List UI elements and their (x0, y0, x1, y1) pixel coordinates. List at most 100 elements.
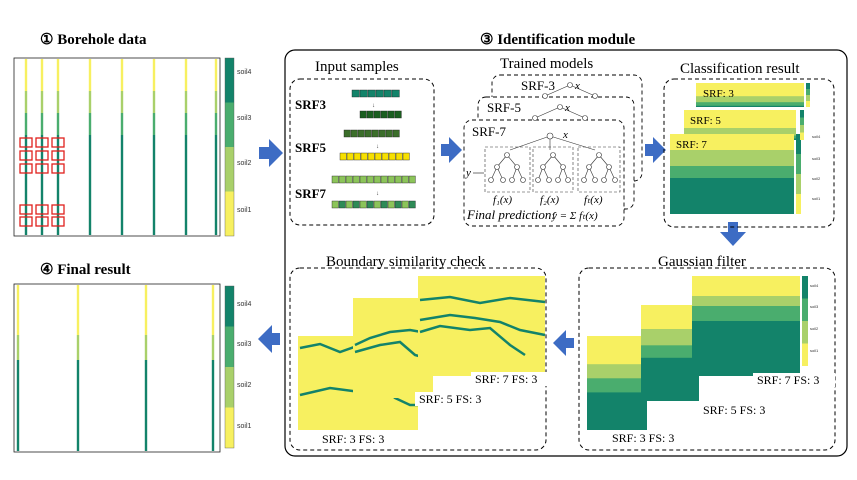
legend-label-soil2: soil2 (237, 160, 252, 167)
sample-cell (357, 129, 365, 138)
sample-cell (352, 175, 360, 184)
model-input-x: x (574, 80, 580, 92)
borehole-segment (214, 59, 218, 91)
sample-cell (359, 175, 367, 184)
borehole-segment (88, 59, 92, 91)
srf7-label: SRF7 (295, 186, 327, 201)
gauss-label-bg (608, 431, 690, 445)
sample-cell (408, 175, 416, 184)
arrow-right-3 (645, 137, 666, 163)
sample-cell (345, 200, 353, 209)
borehole-segment (120, 91, 124, 113)
borehole-plot (13, 57, 221, 237)
borehole-segment (214, 91, 218, 113)
sample-cell (394, 110, 402, 119)
sample-cell (392, 129, 400, 138)
gauss-legend-label: soil4 (810, 283, 819, 288)
class-label-srf7: SRF: 7 (676, 139, 707, 151)
boundary-line (354, 328, 434, 347)
sample-cell (385, 129, 393, 138)
model-label-srf7: SRF-7 (472, 124, 506, 139)
boundary-line (419, 324, 526, 357)
borehole-columns (24, 59, 218, 235)
borehole-segment (56, 91, 60, 113)
boundary-line (419, 295, 546, 305)
final-prediction-label: Final prediction: (466, 207, 556, 222)
sample-cell (360, 152, 368, 161)
sample-cell (353, 152, 361, 161)
sample-cell (380, 110, 388, 119)
sample-cell (401, 175, 409, 184)
arrow-left-2 (258, 325, 280, 353)
borehole-segment (184, 135, 188, 235)
sample-cell (387, 200, 395, 209)
borehole-segment (214, 113, 218, 135)
sample-cell (367, 152, 375, 161)
final-segment (16, 335, 20, 360)
boundary-label-bg (318, 432, 400, 446)
sample-cell (367, 89, 376, 98)
sample-arrow: ↓ (372, 103, 375, 109)
class-legend (796, 134, 801, 214)
sample-cell (401, 200, 409, 209)
class-legend (800, 110, 804, 140)
boundary-label: SRF: 7 FS: 3 (475, 372, 537, 386)
borehole-segment (184, 91, 188, 113)
borehole-segment (120, 135, 124, 235)
arrow-right-2 (441, 137, 462, 163)
gaussian-title: Gaussian filter (658, 254, 746, 270)
boundary-label-bg (415, 392, 497, 406)
sample-cell (350, 129, 358, 138)
final-segment (76, 360, 80, 451)
input-samples-title: Input samples (315, 59, 399, 75)
borehole-segment (40, 135, 44, 235)
identification-frame (284, 49, 848, 457)
borehole-segment (24, 135, 28, 235)
gauss-legend-label: soil1 (810, 348, 819, 353)
borehole-segment (184, 113, 188, 135)
sample-cell (366, 110, 374, 119)
sample-cell (352, 200, 360, 209)
final-segment (76, 285, 80, 335)
sample-cell (394, 200, 402, 209)
final-segment (16, 285, 20, 335)
final-segment (211, 285, 215, 335)
sample-cell (331, 175, 339, 184)
arrow-left-1 (553, 330, 574, 356)
boundary-label-bg (471, 372, 553, 386)
model-input-x: x (562, 129, 568, 141)
final-segment (76, 335, 80, 360)
tree-output-f1: f₁(x) (493, 194, 512, 206)
borehole-segment (24, 113, 28, 135)
sample-cell (364, 129, 372, 138)
sample-cell (373, 175, 381, 184)
gauss-legend (802, 276, 808, 366)
gauss-label: SRF: 3 FS: 3 (612, 431, 674, 445)
srf5-label: SRF5 (295, 140, 327, 155)
boundary-label: SRF: 5 FS: 3 (419, 392, 481, 406)
sample-strips (331, 89, 416, 209)
borehole-segment (152, 113, 156, 135)
gauss-legend-label: soil2 (810, 326, 819, 331)
borehole-segment (56, 113, 60, 135)
legend-label-soil4: soil4 (237, 301, 252, 308)
sample-cell (359, 110, 367, 119)
sample-cell (375, 89, 384, 98)
legend-label-soil1: soil1 (237, 423, 252, 430)
final-legend: soil4 soil3 soil2 soil1 (224, 285, 252, 449)
sample-cell (351, 89, 360, 98)
class-legend-label: soil3 (812, 156, 821, 161)
gauss-label-bg (699, 403, 781, 417)
sample-cell (371, 129, 379, 138)
flow-arrows (258, 137, 746, 356)
soil-layer-1 (641, 305, 699, 329)
final-segment (16, 360, 20, 451)
final-segment (144, 335, 148, 360)
soil-layer-1 (587, 336, 647, 365)
sample-cell (366, 175, 374, 184)
borehole-segment (152, 135, 156, 235)
borehole-legend: soil4 soil3 soil2 soil1 (224, 57, 252, 237)
sample-arrow: ↓ (376, 144, 379, 150)
soil-layer-1 (684, 110, 796, 128)
